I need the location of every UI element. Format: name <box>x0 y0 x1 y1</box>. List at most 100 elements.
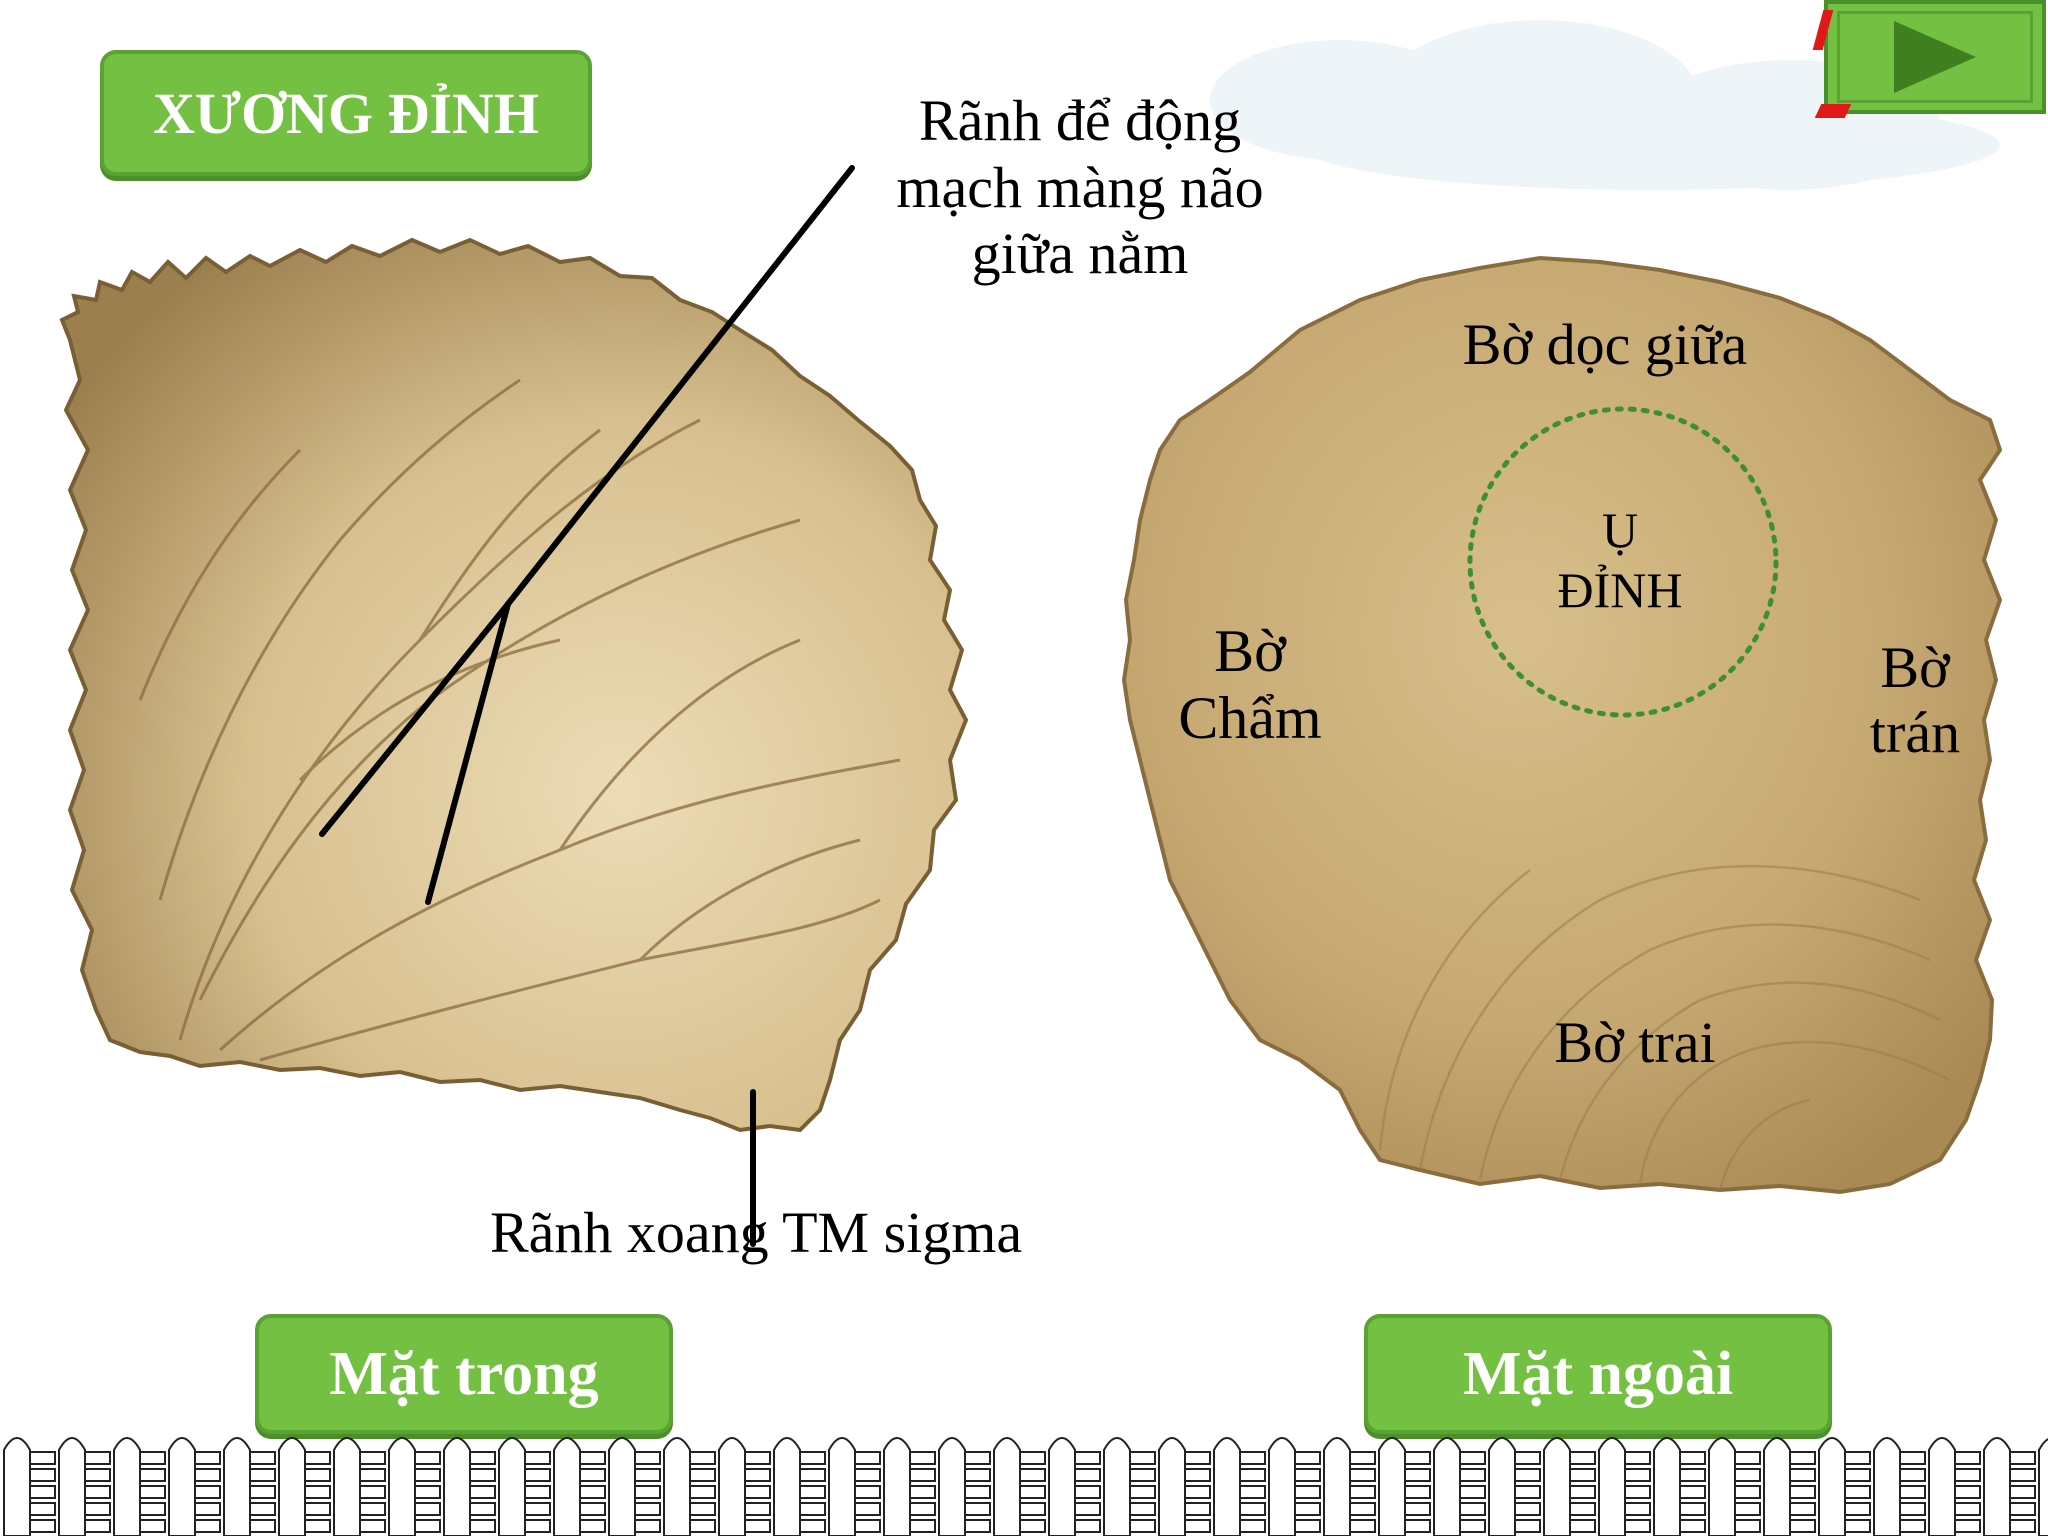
fence-rail <box>854 1519 881 1533</box>
leader-lines <box>319 165 855 1247</box>
fence-rail <box>1129 1485 1156 1499</box>
fence-rail <box>29 1485 56 1499</box>
fence-rail <box>1129 1519 1156 1533</box>
fence-rail <box>249 1502 276 1516</box>
fence-rail <box>1349 1502 1376 1516</box>
fence-rail <box>579 1519 606 1533</box>
fence-picket <box>113 1437 141 1536</box>
fence-rail <box>1074 1519 1101 1533</box>
fence-picket <box>2038 1438 2048 1536</box>
frontal-border-line-2: trán <box>1869 699 1961 765</box>
fence-rail <box>1404 1519 1431 1533</box>
fence-rail <box>799 1502 826 1516</box>
fence-rail <box>1404 1451 1431 1465</box>
fence-rail <box>1239 1519 1266 1533</box>
fence-rail <box>579 1468 606 1482</box>
fence-picket <box>883 1437 911 1536</box>
next-slide-button[interactable] <box>1824 0 2046 114</box>
fence-rail <box>1789 1468 1816 1482</box>
picket-fence-decoration <box>3 1437 2048 1536</box>
meningeal-groove-line-3: giữa nằm <box>971 221 1189 287</box>
fence-rail <box>1954 1485 1981 1499</box>
fence-picket <box>773 1437 801 1536</box>
fence-picket <box>608 1437 636 1536</box>
fence-rail <box>469 1519 496 1533</box>
fence-rail <box>359 1468 386 1482</box>
fence-rail <box>1569 1451 1596 1465</box>
fence-rail <box>359 1519 386 1533</box>
fence-rail <box>84 1451 111 1465</box>
fence-rail <box>1349 1519 1376 1533</box>
fence-rail <box>1954 1519 1981 1533</box>
fence-picket <box>1543 1437 1571 1536</box>
parietal-eminence-line-2: ĐỈNH <box>1557 562 1683 618</box>
fence-rail <box>1074 1502 1101 1516</box>
fence-rail <box>194 1468 221 1482</box>
fence-rail <box>689 1485 716 1499</box>
fence-rail <box>29 1468 56 1482</box>
fence-rail <box>744 1451 771 1465</box>
fence-rail <box>1954 1451 1981 1465</box>
fence-rail <box>799 1485 826 1499</box>
fence-rail <box>359 1485 386 1499</box>
fence-rail <box>2009 1468 2036 1482</box>
fence-picket <box>718 1437 746 1536</box>
fence-rail <box>304 1485 331 1499</box>
fence-rail <box>1404 1502 1431 1516</box>
fence-rail <box>139 1519 166 1533</box>
inner-face-button[interactable]: Mặt trong <box>255 1314 673 1434</box>
fence-rail <box>469 1451 496 1465</box>
fence-rail <box>579 1502 606 1516</box>
fence-picket <box>828 1437 856 1536</box>
fence-rail <box>1294 1468 1321 1482</box>
fence-rail <box>1349 1451 1376 1465</box>
fence-rail <box>29 1502 56 1516</box>
fence-picket <box>1433 1437 1461 1536</box>
fence-rail <box>1899 1485 1926 1499</box>
fence-rail <box>1679 1468 1706 1482</box>
fence-rail <box>524 1468 551 1482</box>
meningeal-groove-line-2: mạch màng não <box>896 154 1264 220</box>
fence-rail <box>689 1502 716 1516</box>
parietal-eminence-label: Ụ ĐỈNH <box>1520 500 1720 620</box>
fence-rail <box>1624 1502 1651 1516</box>
fence-picket <box>1598 1437 1626 1536</box>
fence-rail <box>1129 1502 1156 1516</box>
fence-rail <box>1019 1485 1046 1499</box>
fence-rail <box>524 1519 551 1533</box>
fence-picket <box>553 1437 581 1536</box>
fence-rail <box>744 1502 771 1516</box>
fence-rail <box>1679 1485 1706 1499</box>
fence-rail <box>1734 1502 1761 1516</box>
slide-title-text: XƯƠNG ĐỈNH <box>152 80 540 146</box>
fence-rail <box>1294 1519 1321 1533</box>
fence-picket <box>1048 1437 1076 1536</box>
fence-rail <box>1844 1468 1871 1482</box>
fence-rail <box>249 1519 276 1533</box>
fence-picket <box>443 1437 471 1536</box>
fence-picket <box>1323 1437 1351 1536</box>
fence-rail <box>304 1468 331 1482</box>
fence-rail <box>359 1451 386 1465</box>
fence-rail <box>84 1485 111 1499</box>
fence-rail <box>1404 1468 1431 1482</box>
fence-rail <box>1734 1519 1761 1533</box>
fence-rail <box>579 1485 606 1499</box>
meningeal-groove-label: Rãnh để động mạch màng não giữa nằm <box>830 88 1330 288</box>
outer-face-button[interactable]: Mặt ngoài <box>1364 1314 1832 1434</box>
fence-picket <box>1708 1437 1736 1536</box>
fence-rail <box>634 1451 661 1465</box>
fence-rail <box>964 1502 991 1516</box>
fence-rail <box>1569 1485 1596 1499</box>
fence-rail <box>1624 1485 1651 1499</box>
fence-rail <box>1459 1519 1486 1533</box>
fence-rail <box>744 1468 771 1482</box>
occipital-border-line-2: Chẩm <box>1178 685 1322 752</box>
fence-picket <box>1983 1437 2011 1536</box>
fence-rail <box>249 1485 276 1499</box>
fence-rail <box>1184 1502 1211 1516</box>
inner-face-button-label: Mặt trong <box>329 1339 599 1408</box>
slide-title: XƯƠNG ĐỈNH <box>100 50 592 176</box>
fence-rail <box>1734 1468 1761 1482</box>
